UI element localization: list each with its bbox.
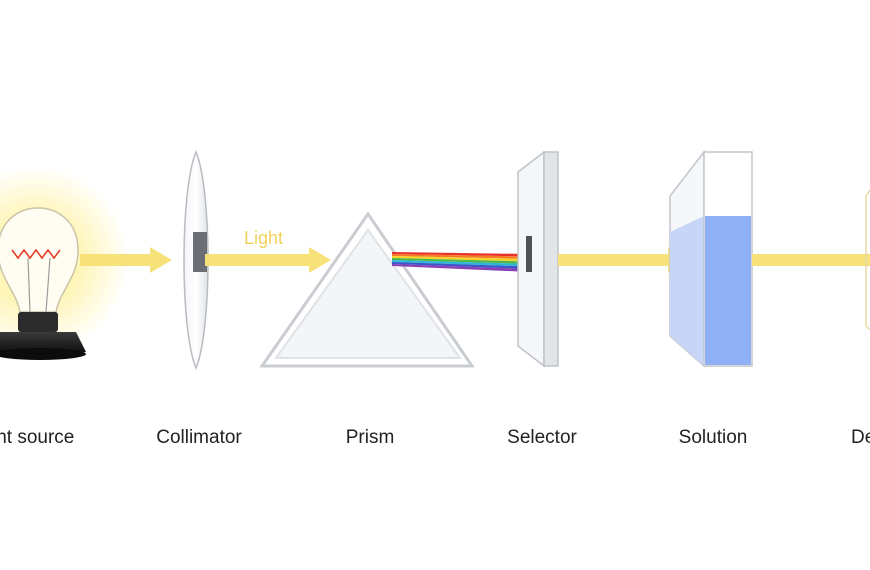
- detector-icon: [865, 189, 870, 331]
- label-selector: Selector: [507, 427, 577, 448]
- beam-arrow-4: [752, 254, 870, 266]
- label-collimator: Collimator: [156, 427, 242, 448]
- band-red: [392, 252, 530, 257]
- band-orange: [392, 254, 530, 259]
- label-light-source: ght source: [0, 427, 75, 448]
- cuvette-liquid: [705, 216, 751, 365]
- selector-slit-icon: [517, 150, 559, 368]
- filament-wire: [45, 257, 51, 313]
- beam-arrow-2: [205, 247, 331, 273]
- label-solution: Solution: [678, 427, 748, 448]
- spectrum-rainbow: [392, 252, 530, 272]
- bulb-base: [0, 332, 86, 352]
- label-prism: Prism: [345, 427, 395, 448]
- bulb-base-shadow: [0, 348, 86, 360]
- bulb-filament: [11, 248, 61, 260]
- detector-edge: [865, 189, 870, 331]
- prism-icon: [259, 211, 475, 368]
- selector-plate-side: [543, 151, 559, 367]
- beam-label-light: Light: [244, 228, 284, 248]
- light-bulb-icon: [0, 165, 130, 360]
- collimator-aperture: [193, 232, 207, 272]
- band-cyan: [392, 260, 530, 267]
- cuvette-side-liquid: [670, 216, 704, 366]
- band-blue: [392, 262, 530, 269]
- filament-wire: [27, 257, 31, 313]
- solution-cuvette-icon: [669, 149, 753, 368]
- band-green: [392, 258, 530, 264]
- band-violet: [392, 264, 530, 272]
- collimator-lens-icon: [183, 150, 209, 370]
- bulb-glass: [0, 207, 79, 313]
- label-detector: De: [851, 427, 870, 448]
- beam-arrow-1: [80, 247, 172, 273]
- prism-inner: [274, 228, 462, 359]
- selector-slit: [526, 236, 532, 272]
- bulb-socket: [18, 312, 58, 332]
- band-yellow: [392, 256, 530, 262]
